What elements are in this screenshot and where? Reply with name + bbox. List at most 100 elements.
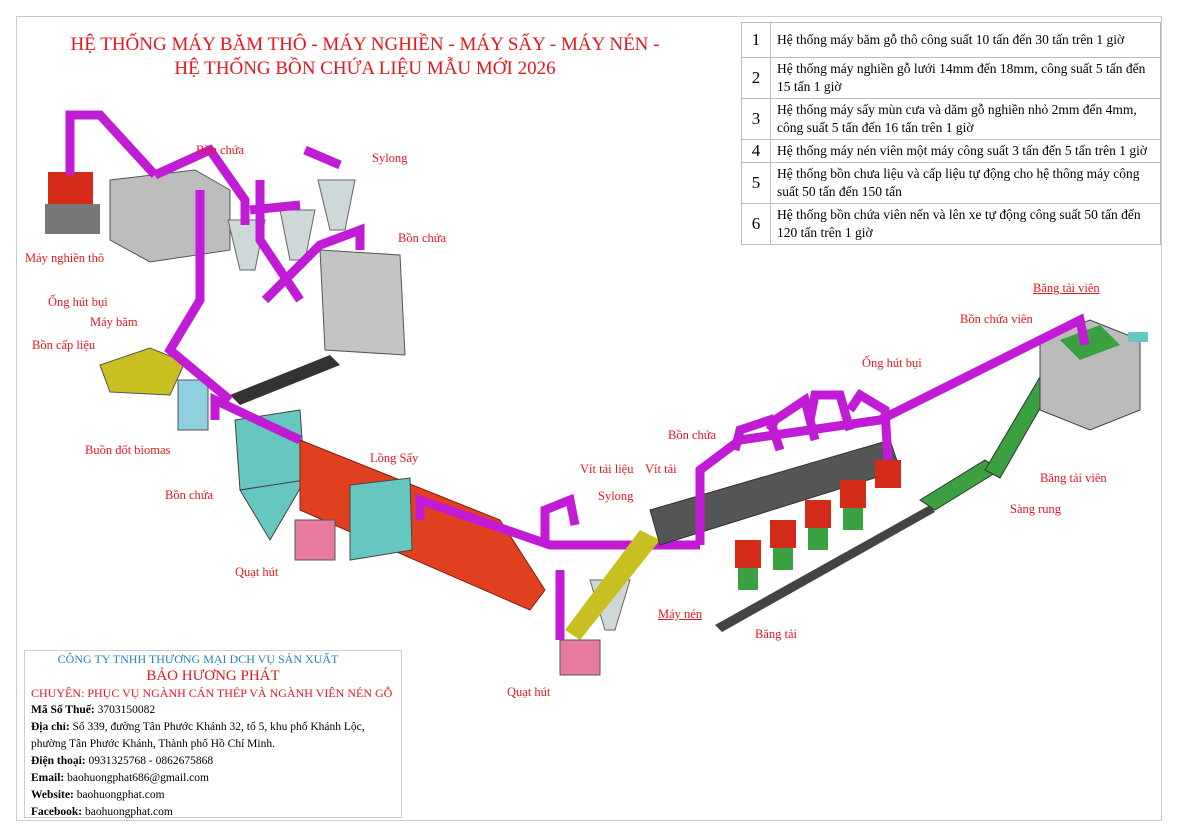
pellet-mill [875,460,901,488]
label-material-screw: Vít tải liệu [580,462,634,476]
row-number: 2 [741,57,771,99]
address-value: Số 339, đường Tân Phước Khánh 32, tổ 5, … [31,721,365,750]
address-label: Địa chỉ: [31,721,70,733]
row-number: 4 [741,139,771,163]
label-cyclone: Sylong [598,489,634,503]
pellet-mill [840,480,866,508]
label-pellet-conveyor: Băng tải viên [1040,471,1107,485]
cyclone-1 [317,179,356,231]
belt-conveyor-1 [230,355,340,405]
facebook-value: baohuongphat.com [84,806,173,818]
crusher-area [45,110,406,431]
dust-pipe-3 [695,313,1090,545]
label-chipper: Máy băm [90,315,138,329]
label-vibrating-screen: Sàng rung [1010,502,1062,516]
pellet-area [565,313,1148,640]
label-storage-tank: Bồn chứa [196,143,245,157]
mill-motor [773,548,793,570]
row-number: 5 [741,162,771,204]
label-rotary-dryer: Lồng Sấy [370,451,419,465]
row-number: 3 [741,98,771,140]
label-pellet-mill: Máy nén [658,607,703,621]
storage-tank-1 [109,169,231,263]
email-row: Email: baohuongphat686@gmail.com [31,770,401,787]
phone-value: 0931325768 - 0862675868 [88,755,214,767]
tax-label: Mã Số Thuế: [31,704,95,716]
tax-row: Mã Số Thuế: 3703150082 [31,702,401,719]
label-pellet-tank: Bồn chứa viên [960,312,1033,326]
pellet-mill [735,540,761,568]
row-text: Hệ thống máy nghiền gỗ lưới 14mm đến 18m… [770,57,1161,99]
crusher-frame [45,204,100,234]
pellet-mill [770,520,796,548]
pellet-storage-tank [1039,319,1141,431]
pellet-mills [735,460,901,590]
mill-motor [843,508,863,530]
storage-tank-2 [319,249,406,356]
tank-3-hopper [239,479,306,541]
label-screw-conveyor: Vít tải [645,462,677,476]
row-number: 6 [741,203,771,245]
label-feed-hopper: Bồn cấp liệu [32,338,96,352]
label-dust-pipe: Ống hút bụi [48,295,108,309]
label-exhaust-fan: Quạt hút [235,565,279,579]
mill-motor [808,528,828,550]
label-dust-pipe: Ống hút bụi [862,356,922,370]
row-text: Hệ thống máy sấy mùn cưa và dăm gỗ nghiề… [770,98,1161,140]
label-storage-tank: Bồn chứa [165,488,214,502]
page-border [16,16,1162,821]
facebook-row: Facebook: baohuongphat.com [31,804,401,821]
dryer-area [210,392,700,676]
storage-tank-4 [349,477,413,561]
label-biomass-furnace: Buồn đốt biomas [85,443,171,457]
belt-conveyor-2 [715,505,935,632]
dust-pipe-2 [210,392,700,640]
company-type: CÔNG TY TNHH THƯƠNG MẠI DCH VỤ SẢN XUẤT [57,652,339,666]
row-text: Hệ thống máy nén viên một máy công suất … [770,139,1161,163]
website-label: Website: [31,789,74,801]
label-belt-conveyor: Băng tải [755,627,798,641]
mill-motor [738,568,758,590]
label-coarse-crusher: Máy nghiền thô [25,251,105,265]
dust-pipe-1 [65,110,365,404]
label-exhaust-fan: Quạt hút [507,685,551,699]
email-value: baohuongphat686@gmail.com [67,772,209,784]
pellet-mill [805,500,831,528]
phone-row: Điện thoại: 0931325768 - 0862675868 [31,753,401,770]
tax-value: 3703150082 [97,704,156,716]
website-row: Website: baohuongphat.com [31,787,401,804]
title-line-1: HỆ THỐNG MÁY BĂM THÔ - MÁY NGHIỀN - MÁY … [70,34,660,55]
biomass-furnace [177,379,209,431]
website-value: baohuongphat.com [76,789,165,801]
address-row: Địa chỉ: Số 339, đường Tân Phước Khánh 3… [31,719,401,753]
row-text: Hệ thống bồn chứa viên nến và lên xe tự … [770,203,1161,245]
company-info: CÔNG TY TNHH THƯƠNG MẠI DCH VỤ SẢN XUẤT … [24,650,402,818]
exhaust-fan-2 [559,639,601,676]
tank-top [1060,325,1120,360]
company-specialty: CHUYÊN: PHỤC VỤ NGÀNH CÁN THÉP VÀ NGÀNH … [31,686,393,700]
pellet-conveyor-top [1128,332,1148,342]
screw-conveyor [565,530,660,640]
row-number: 1 [741,22,771,58]
label-pellet-conveyor: Băng tải viên [1033,281,1100,295]
title-line-2: HỆ THỐNG BỒN CHỨA LIỆU MẪU MỚI 2026 [174,58,556,79]
exhaust-fan-1 [294,519,336,561]
company-name: BẢO HƯƠNG PHÁT [146,668,280,684]
row-text: Hệ thống máy băm gỗ thô công suất 10 tấn… [770,22,1161,58]
label-storage-tank: Bồn chứa [398,231,447,245]
rotary-dryer [299,439,546,611]
feed-hopper [99,347,186,396]
coarse-crusher [48,172,93,204]
row-text: Hệ thống bồn chưa liệu và cấp liệu tự độ… [770,162,1161,204]
label-cyclone: Sylong [372,151,408,165]
phone-label: Điện thoại: [31,755,86,767]
